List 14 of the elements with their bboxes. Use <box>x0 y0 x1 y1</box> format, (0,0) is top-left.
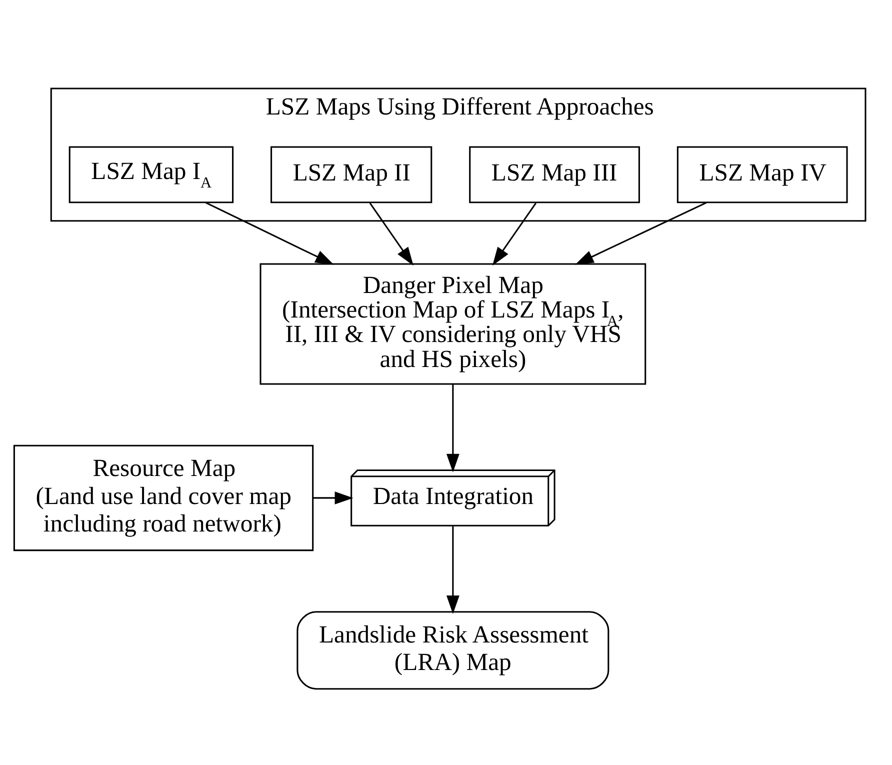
node-box: Landslide Risk Assessment (LRA) Map <box>296 611 610 690</box>
node-box: Danger Pixel Map (Intersection Map of LSZ Maps I$_{A}$, II, III & IV considering only VHS and HS pixels) <box>260 263 646 385</box>
arrow <box>313 491 354 504</box>
node-box: LSZ Map I$_{A}$ <box>68 146 234 204</box>
arrow <box>446 384 460 472</box>
arrow <box>446 526 460 614</box>
node-box: LSZ Map II <box>270 146 432 204</box>
arrow <box>492 202 537 266</box>
node-box: LSZ Map IV <box>676 146 848 204</box>
node-box: LSZ Map III <box>469 146 640 204</box>
arrow <box>206 202 334 265</box>
arrow <box>369 202 414 266</box>
node-box: Resource Map (Land use land cover map including road network) <box>13 444 314 552</box>
arrow <box>575 202 707 265</box>
